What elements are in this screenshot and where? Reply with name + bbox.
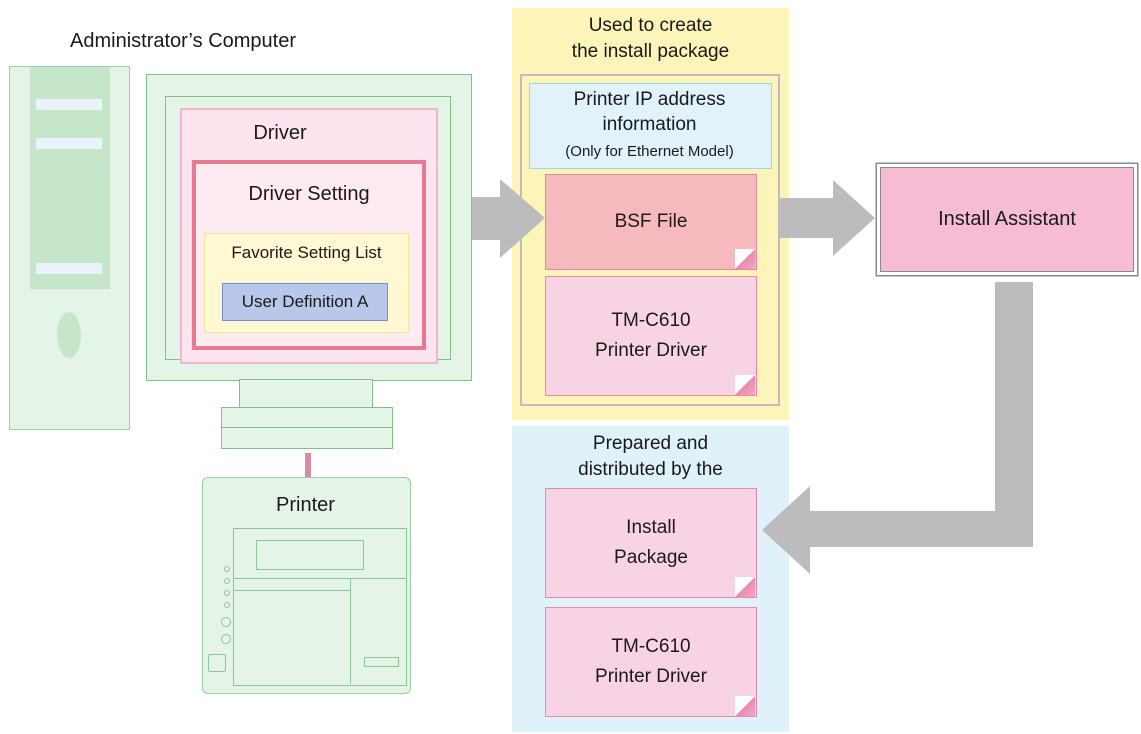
computer-title: Administrator’s Computer xyxy=(70,30,297,52)
prepared-by-line2: distributed by the xyxy=(578,459,723,480)
printer-top-panel xyxy=(233,528,407,579)
install-assistant-box: Install Assistant xyxy=(877,164,1137,275)
printer-divider xyxy=(350,578,351,684)
favorite-setting-list-label: Favorite Setting List xyxy=(231,243,382,262)
user-definition-a: User Definition A xyxy=(222,283,388,321)
used-to-create-line1: Used to create xyxy=(588,15,713,36)
driver-label: Driver xyxy=(253,122,307,144)
printer-driver-1-line1: TM-C610 xyxy=(611,310,691,332)
printer-driver-2-line1: TM-C610 xyxy=(611,636,691,658)
printer-body xyxy=(233,578,407,686)
printer-button-1 xyxy=(221,617,231,627)
driver-setting-label: Driver Setting xyxy=(248,183,370,205)
user-definition-label: User Definition A xyxy=(241,292,369,312)
bsf-file-doc: BSF File xyxy=(545,174,757,270)
monitor-base-line xyxy=(221,427,392,428)
bsf-file-corner-icon xyxy=(735,249,755,269)
bsf-file-label: BSF File xyxy=(614,211,688,233)
printer-power-button-icon xyxy=(208,654,226,672)
printer-driver-doc-1: TM-C610 Printer Driver xyxy=(545,276,757,396)
install-package-corner-icon xyxy=(735,577,755,597)
printer-handle xyxy=(364,657,399,667)
ip-info-note: (Only for Ethernet Model) xyxy=(565,143,734,160)
printer-paper-slot xyxy=(256,540,364,570)
printer-indicator-2 xyxy=(224,578,230,584)
printer-driver-1-line2: Printer Driver xyxy=(595,340,707,361)
install-package-doc: Install Package xyxy=(545,488,757,598)
drive-bay-3 xyxy=(36,263,102,274)
printer-driver-1-corner-icon xyxy=(735,375,755,395)
ip-info-line2: information xyxy=(602,114,697,135)
printer-front-line xyxy=(233,590,350,591)
install-assistant-label: Install Assistant xyxy=(938,208,1076,230)
printer-indicator-3 xyxy=(224,590,230,596)
printer-driver-doc-2: TM-C610 Printer Driver xyxy=(545,607,757,717)
install-package-frame xyxy=(520,74,780,406)
drive-bay-2 xyxy=(36,138,102,149)
arrow-to-install-assistant xyxy=(778,180,875,256)
printer-driver-2-corner-icon xyxy=(735,696,755,716)
printer-cable xyxy=(305,453,311,477)
printer-driver-2-line2: Printer Driver xyxy=(595,666,707,687)
printer-button-2 xyxy=(221,634,231,644)
printer-ip-info-box xyxy=(529,83,772,169)
printer-indicator-4 xyxy=(224,602,230,608)
computer-tower xyxy=(9,66,130,430)
arrow-to-install-package xyxy=(762,282,1033,574)
prepared-by-line1: Prepared and xyxy=(592,433,709,454)
drive-bay-1 xyxy=(36,99,102,110)
monitor-neck xyxy=(239,379,373,409)
install-package-line2: Package xyxy=(614,547,688,568)
printer-indicator-1 xyxy=(224,566,230,572)
monitor-base xyxy=(221,407,393,449)
ip-info-line1: Printer IP address xyxy=(573,89,726,110)
power-button-icon xyxy=(57,312,81,358)
used-to-create-line2: the install package xyxy=(571,41,730,62)
install-package-line1: Install xyxy=(626,517,676,539)
printer-label: Printer xyxy=(276,494,335,516)
